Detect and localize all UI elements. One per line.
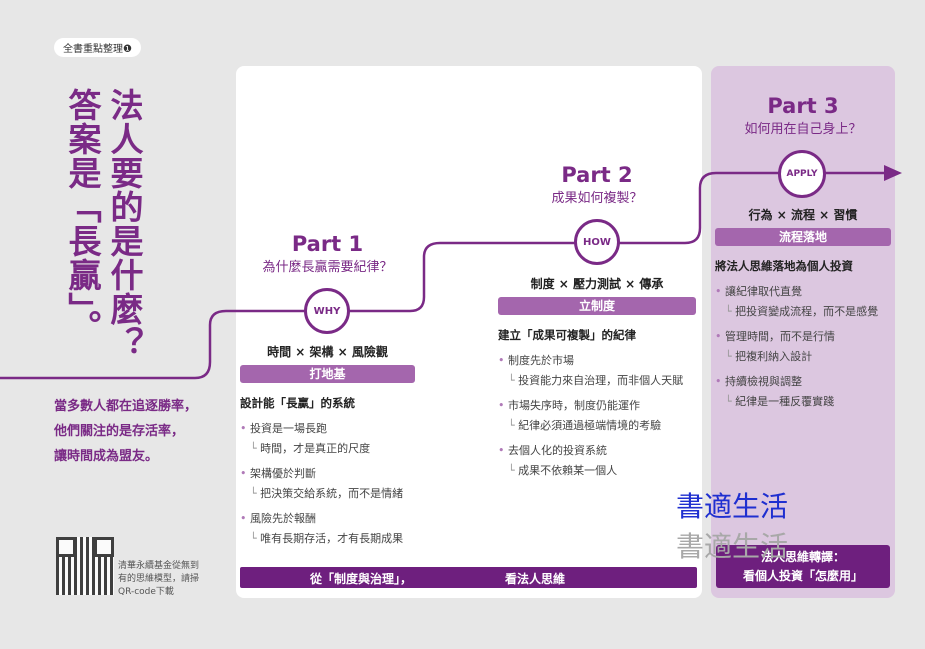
point-list: 制度先於市場投資能力來自治理，而非個人天賦 市場失序時，制度仍能運作紀律必須通過… xyxy=(498,352,696,478)
part-3-header: Part 3 如何用在自己身上？ xyxy=(711,94,895,137)
point-list: 讓紀律取代直覺把投資變成流程，而不是感覺 管理時間，而不是行情把複利納入設計 持… xyxy=(715,283,891,409)
subpoint: 唯有長期存活，才有長期成果 xyxy=(240,530,440,546)
subpoint: 紀律必須通過極端情境的考驗 xyxy=(498,417,696,433)
qr-caption-line: 清華永續基金從無到 xyxy=(118,561,200,571)
qr-caption: 清華永續基金從無到 有的思維模型，請掃 QR-code下載 xyxy=(118,560,199,599)
subpoint: 紀律是一種反覆實踐 xyxy=(715,393,891,409)
list-item: 市場失序時，制度仍能運作紀律必須通過極端情境的考驗 xyxy=(498,397,696,433)
point: 制度先於市場 xyxy=(498,352,696,368)
apply-circle: APPLY xyxy=(778,150,826,198)
bottom-banner: 從「制度與治理」， 看法人思維 xyxy=(240,567,697,588)
intro-line: 讓時間成為盟友。 xyxy=(54,449,159,464)
point: 持續檢視與調整 xyxy=(715,373,891,389)
formula: 制度 × 壓力測試 × 傳承 xyxy=(530,277,664,291)
how-circle: HOW xyxy=(574,219,620,265)
list-item: 去個人化的投資系統成果不依賴某一個人 xyxy=(498,442,696,478)
stage-bar: 流程落地 xyxy=(715,228,891,246)
list-item: 讓紀律取代直覺把投資變成流程，而不是感覺 xyxy=(715,283,891,319)
section-badge: 全書重點整理❶ xyxy=(54,38,141,57)
part-label: Part 3 xyxy=(767,94,839,118)
qr-code[interactable] xyxy=(56,537,114,595)
formula: 行為 × 流程 × 習慣 xyxy=(748,208,858,222)
main-title-line1: 法人要的是什麼？ xyxy=(105,88,144,360)
qr-caption-line: 有的思維模型，請掃 xyxy=(118,574,200,584)
part-1-body: 時間 × 架構 × 風險觀 打地基 設計能「長贏」的系統 投資是一場長跑時間，才… xyxy=(240,343,415,555)
part-2-header: Part 2 成果如何複製？ xyxy=(507,163,687,206)
section-heading: 建立「成果可複製」的紀律 xyxy=(498,328,636,342)
part-question: 成果如何複製？ xyxy=(551,191,643,206)
list-item: 持續檢視與調整紀律是一種反覆實踐 xyxy=(715,373,891,409)
list-item: 制度先於市場投資能力來自治理，而非個人天賦 xyxy=(498,352,696,388)
list-item: 管理時間，而不是行情把複利納入設計 xyxy=(715,328,891,364)
point: 投資是一場長跑 xyxy=(240,420,440,436)
watermark-gray: 書適生活 xyxy=(676,530,789,563)
point: 去個人化的投資系統 xyxy=(498,442,696,458)
qr-caption-line: QR-code下載 xyxy=(118,587,174,597)
point: 架構優於判斷 xyxy=(240,465,440,481)
section-heading: 設計能「長贏」的系統 xyxy=(240,396,355,410)
subpoint: 時間，才是真正的尺度 xyxy=(240,440,440,456)
point: 讓紀律取代直覺 xyxy=(715,283,891,299)
banner-line: 法人思維轉譯： xyxy=(760,550,845,564)
part-2-body: 制度 × 壓力測試 × 傳承 立制度 建立「成果可複製」的紀律 制度先於市場投資… xyxy=(498,275,696,487)
why-circle: WHY xyxy=(304,288,350,334)
banner-line: 看個人投資「怎麼用」 xyxy=(742,569,863,583)
intro-line: 他們關注的是存活率， xyxy=(54,424,185,439)
subpoint: 把複利納入設計 xyxy=(715,348,891,364)
stage-bar: 打地基 xyxy=(240,365,415,383)
list-item: 架構優於判斷把決策交給系統，而不是情緒 xyxy=(240,465,440,501)
arrow-head-icon xyxy=(884,165,902,181)
point: 管理時間，而不是行情 xyxy=(715,328,891,344)
part-label: Part 1 xyxy=(291,232,364,256)
subpoint: 把投資變成流程，而不是感覺 xyxy=(715,303,891,319)
intro-text: 當多數人都在追逐勝率， 他們關注的是存活率， 讓時間成為盟友。 xyxy=(54,394,197,469)
part-3-bottom-banner: 法人思維轉譯： 看個人投資「怎麼用」 xyxy=(716,545,890,588)
part-label: Part 2 xyxy=(561,163,633,187)
banner-right-text: 看法人思維 xyxy=(505,572,566,586)
subpoint: 投資能力來自治理，而非個人天賦 xyxy=(498,372,696,388)
watermark-blue: 書適生活 xyxy=(676,490,789,523)
section-heading: 將法人思維落地為個人投資 xyxy=(715,259,853,273)
point-list: 投資是一場長跑時間，才是真正的尺度 架構優於判斷把決策交給系統，而不是情緒 風險… xyxy=(240,420,440,546)
part-3-body: 行為 × 流程 × 習慣 流程落地 將法人思維落地為個人投資 讓紀律取代直覺把投… xyxy=(715,206,891,418)
main-title-line2: 答案是「長贏」。 xyxy=(63,88,102,344)
point: 市場失序時，制度仍能運作 xyxy=(498,397,696,413)
part-1-header: Part 1 為什麼長贏需要紀律？ xyxy=(240,232,415,275)
banner-left-text: 從「制度與治理」， xyxy=(310,572,413,586)
subpoint: 把決策交給系統，而不是情緒 xyxy=(240,485,440,501)
list-item: 風險先於報酬唯有長期存活，才有長期成果 xyxy=(240,510,440,546)
subpoint: 成果不依賴某一個人 xyxy=(498,462,696,478)
stage-bar: 立制度 xyxy=(498,297,696,315)
intro-line: 當多數人都在追逐勝率， xyxy=(54,399,198,414)
point: 風險先於報酬 xyxy=(240,510,440,526)
formula: 時間 × 架構 × 風險觀 xyxy=(267,345,388,359)
path-line xyxy=(0,171,885,380)
part-question: 如何用在自己身上？ xyxy=(744,122,862,137)
part-question: 為什麼長贏需要紀律？ xyxy=(262,260,393,275)
list-item: 投資是一場長跑時間，才是真正的尺度 xyxy=(240,420,440,456)
